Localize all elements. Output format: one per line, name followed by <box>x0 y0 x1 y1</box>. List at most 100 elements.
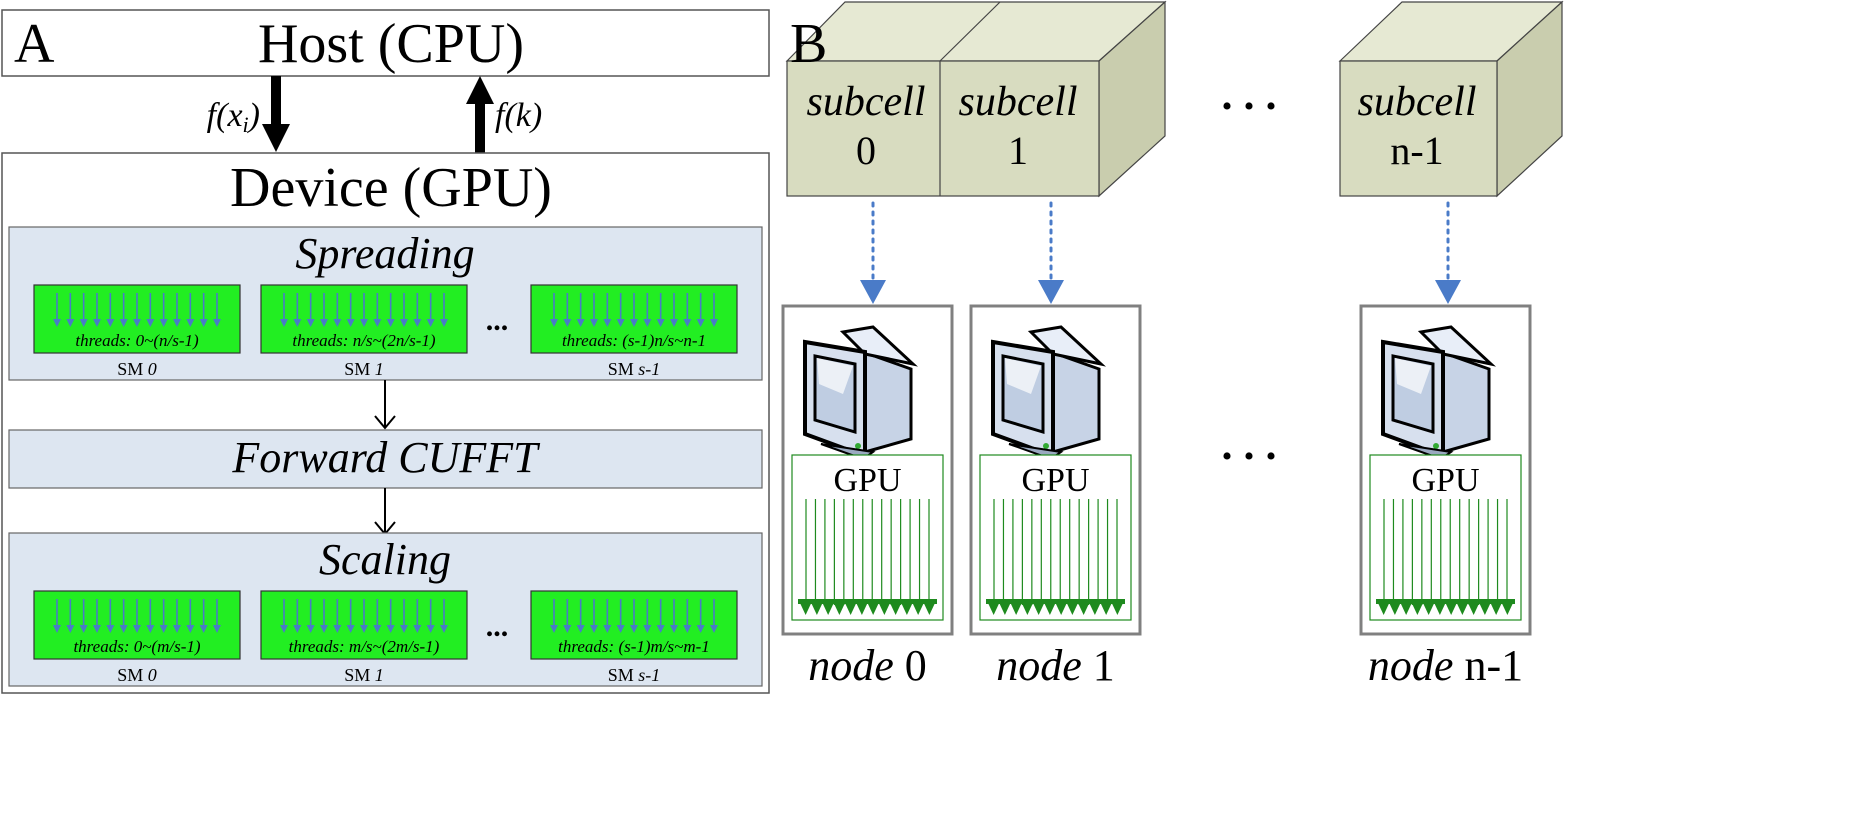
thread-arrowhead <box>576 625 585 633</box>
thread-arrowhead <box>346 319 355 327</box>
thread-arrowhead <box>213 625 221 633</box>
thread-arrowhead <box>400 319 408 327</box>
thread-arrowhead <box>199 625 208 633</box>
node-label: node 0 <box>808 641 927 690</box>
gpu-box: GPU <box>979 454 1132 621</box>
thread-arrowhead <box>186 319 195 327</box>
spreading-sm-2: threads: (s-1)n/s~n-1 SM s-1 <box>530 284 738 379</box>
spreading-ellipsis: ... <box>486 304 509 337</box>
thread-arrowhead <box>119 319 128 327</box>
thread-arrowhead <box>106 625 115 633</box>
device-title: Device (GPU) <box>230 157 552 219</box>
thread-arrowhead <box>93 625 101 633</box>
thread-arrowhead <box>360 625 368 633</box>
sm-label: SM s-1 <box>608 359 661 379</box>
thread-arrowhead <box>146 625 155 633</box>
thread-arrowhead <box>373 625 382 633</box>
thread-arrowhead <box>656 319 665 327</box>
thread-arrowhead <box>119 625 128 633</box>
dotted-arrow-0 <box>860 201 886 304</box>
thread-arrowhead <box>333 319 342 327</box>
thread-arrowhead <box>333 625 342 633</box>
computer-icon <box>803 325 918 461</box>
thread-arrowhead <box>293 319 302 327</box>
sm-label: SM 0 <box>117 359 157 379</box>
thread-arrowhead <box>79 625 88 633</box>
subcell-ellipsis: • • • <box>1222 90 1279 123</box>
panel-a-label: A <box>14 13 55 75</box>
panel-a: A Host (CPU) f(xi) f(k) Device (GPU) Spr… <box>1 9 770 694</box>
host-title: Host (CPU) <box>258 13 524 75</box>
spreading-sm-0: threads: 0~(n/s-1) SM 0 <box>33 284 241 379</box>
subcell-1: subcell 1 <box>959 79 1078 173</box>
subcell-1-word: subcell <box>959 79 1078 125</box>
thread-arrowhead <box>66 319 75 327</box>
spreading-sm-group: threads: 0~(n/s-1) SM 0 threads: n/s~(2n/s… <box>33 284 738 379</box>
thread-arrowhead <box>66 625 75 633</box>
thread-arrowhead <box>306 625 315 633</box>
thread-arrowhead <box>656 625 665 633</box>
thread-arrowhead <box>603 319 612 327</box>
thread-arrowhead <box>320 319 328 327</box>
threads-label: threads: (s-1)m/s~m-1 <box>558 637 710 656</box>
thread-arrowhead <box>173 319 181 327</box>
subcell-n-1-word: subcell <box>1358 79 1477 125</box>
threads-label: threads: 0~(n/s-1) <box>75 331 199 350</box>
gpu-label: GPU <box>833 462 901 499</box>
thread-arrowhead <box>576 319 585 327</box>
thread-arrowhead <box>683 625 692 633</box>
computer-icon <box>991 325 1106 461</box>
scaling-sm-2: threads: (s-1)m/s~m-1SM s-1 <box>530 590 738 685</box>
scaling-sm-0: threads: 0~(m/s-1)SM 0 <box>33 590 241 685</box>
panel-b-label: B <box>790 13 827 75</box>
thread-arrowhead <box>320 625 328 633</box>
panel-b: B subcell 0 subcell 1 subcell n-1 • • • … <box>781 0 1564 690</box>
thread-arrowhead <box>360 319 368 327</box>
thread-arrowhead <box>710 319 718 327</box>
thread-arrowhead <box>413 319 422 327</box>
subcell-0: subcell 0 <box>807 79 926 173</box>
node-label: node 1 <box>996 641 1115 690</box>
threads-label: threads: (s-1)n/s~n-1 <box>562 331 706 350</box>
thread-arrowhead <box>616 319 625 327</box>
thread-arrowhead <box>603 625 612 633</box>
thread-arrowhead <box>563 319 572 327</box>
thread-arrowhead <box>413 625 422 633</box>
thread-arrowhead <box>440 625 448 633</box>
thread-arrowhead <box>106 319 115 327</box>
arrow-host-to-device <box>262 76 290 152</box>
thread-arrowhead <box>280 319 288 327</box>
host-box <box>1 9 770 77</box>
subcell-block-left <box>785 0 1167 198</box>
subcell-n-1-index: n-1 <box>1390 128 1443 173</box>
thread-arrowhead <box>683 319 692 327</box>
thread-arrowhead <box>426 319 435 327</box>
sm-label: SM 1 <box>344 665 384 685</box>
thread-arrowhead <box>643 319 652 327</box>
thread-arrowhead <box>159 319 168 327</box>
gpu-box: GPU <box>1369 454 1522 621</box>
gpu-label: GPU <box>1411 462 1479 499</box>
thread-arrowhead <box>696 625 705 633</box>
thread-arrowhead <box>186 625 195 633</box>
thread-arrowhead <box>550 625 558 633</box>
subcell-0-index: 0 <box>856 128 876 173</box>
thread-arrowhead <box>426 625 435 633</box>
thread-arrowhead <box>550 319 558 327</box>
thread-arrowhead <box>590 319 598 327</box>
spreading-sm-1: threads: n/s~(2n/s-1)SM 1 <box>260 284 468 379</box>
thread-arrowhead <box>590 625 598 633</box>
thread-arrowhead <box>630 319 638 327</box>
thread-arrowhead <box>159 625 168 633</box>
thread-arrowhead <box>293 625 302 633</box>
node-0: GPU node 0 <box>781 304 954 690</box>
subcell-1-index: 1 <box>1008 128 1028 173</box>
threads-label: threads: n/s~(2n/s-1) <box>292 331 435 350</box>
thread-arrowhead <box>563 625 572 633</box>
thread-arrowhead <box>386 625 395 633</box>
thread-arrowhead <box>643 625 652 633</box>
threads-label: threads: 0~(m/s-1) <box>73 637 200 656</box>
